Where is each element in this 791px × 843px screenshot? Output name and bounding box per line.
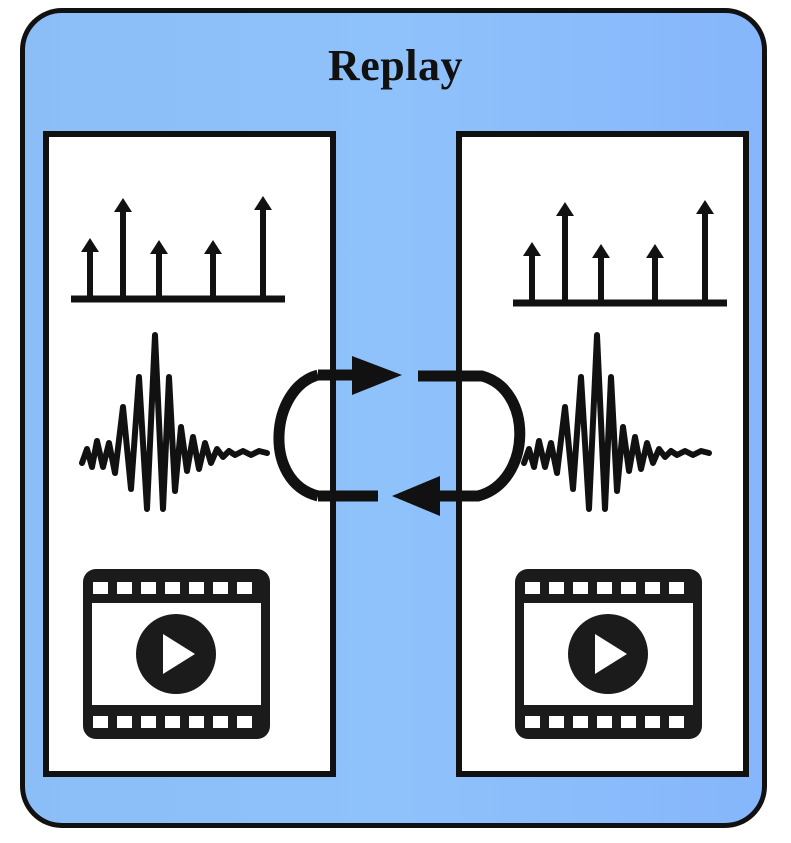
video-film-icon [515,569,702,739]
diagram-title: Replay [328,41,463,90]
left-panel-icons [71,196,285,739]
video-film-icon [83,569,270,739]
right-panel-icons [513,200,727,739]
left-panel [43,131,336,777]
right-panel [456,131,749,777]
waveform-icon [521,332,712,512]
spectrum-icon [71,196,285,303]
spectrum-icon [513,200,727,307]
waveform-icon [79,332,270,512]
